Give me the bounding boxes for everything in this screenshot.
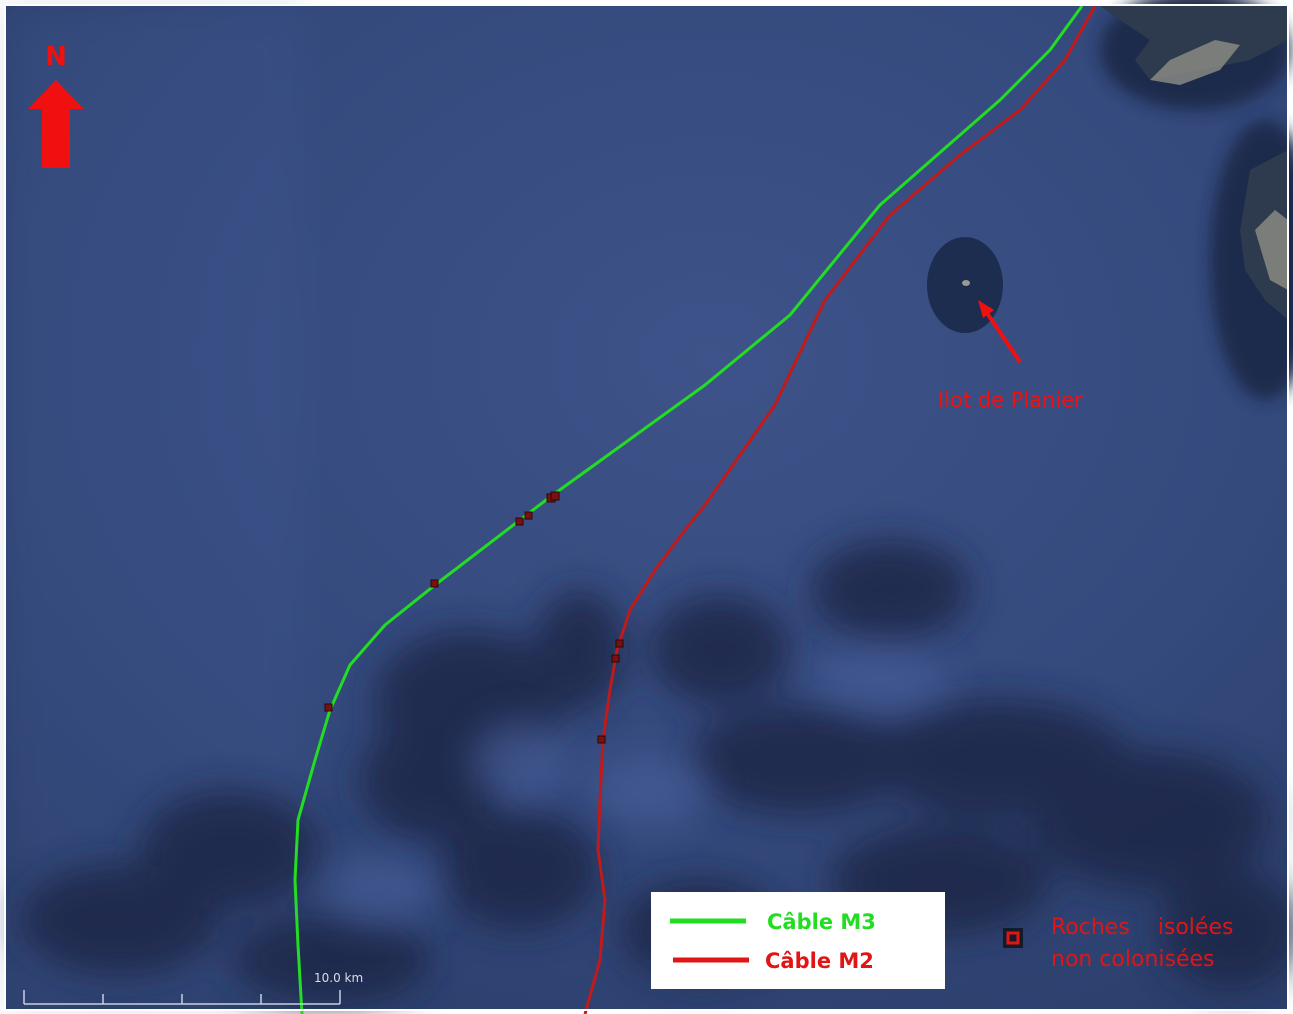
rock-legend: Roches isolées non colonisées [1003, 915, 1233, 972]
cable-legend: Câble M3 Câble M2 [651, 892, 945, 989]
north-label: N [45, 42, 67, 72]
arrow-head-icon [978, 300, 994, 318]
cable-m3-line [293, 5, 1084, 1014]
coastline [1100, 0, 1293, 400]
rock-marker [615, 639, 624, 648]
rock-markers [324, 491, 624, 744]
rock-legend-line1: Roches isolées [1051, 915, 1233, 940]
rock-legend-line2: non colonisées [1051, 947, 1215, 972]
legend-label-m3: Câble M3 [767, 910, 876, 934]
scale-bar [23, 990, 341, 1005]
rock-marker [324, 703, 333, 712]
rock-marker [611, 654, 620, 663]
cable-m2-line [583, 5, 1097, 1014]
legend-label-m2: Câble M2 [765, 949, 874, 973]
rock-marker [515, 517, 524, 526]
planier-island [962, 280, 970, 286]
arrow-up-icon [28, 80, 84, 168]
map-frame [4, 4, 1289, 1011]
rock-legend-symbol [1003, 928, 1023, 948]
island-annotation: Ilot de Planier [938, 300, 1083, 412]
north-arrow: N [28, 42, 84, 168]
rock-marker [550, 491, 560, 501]
seabed-light-patches [320, 650, 950, 925]
rock-marker [524, 511, 533, 520]
rock-marker [597, 735, 606, 744]
island-label: Ilot de Planier [938, 388, 1083, 412]
pointer-arrow-line [983, 308, 1022, 364]
legend-box [651, 892, 945, 989]
rock-marker [430, 579, 439, 588]
scale-label: 10.0 km [314, 971, 363, 985]
